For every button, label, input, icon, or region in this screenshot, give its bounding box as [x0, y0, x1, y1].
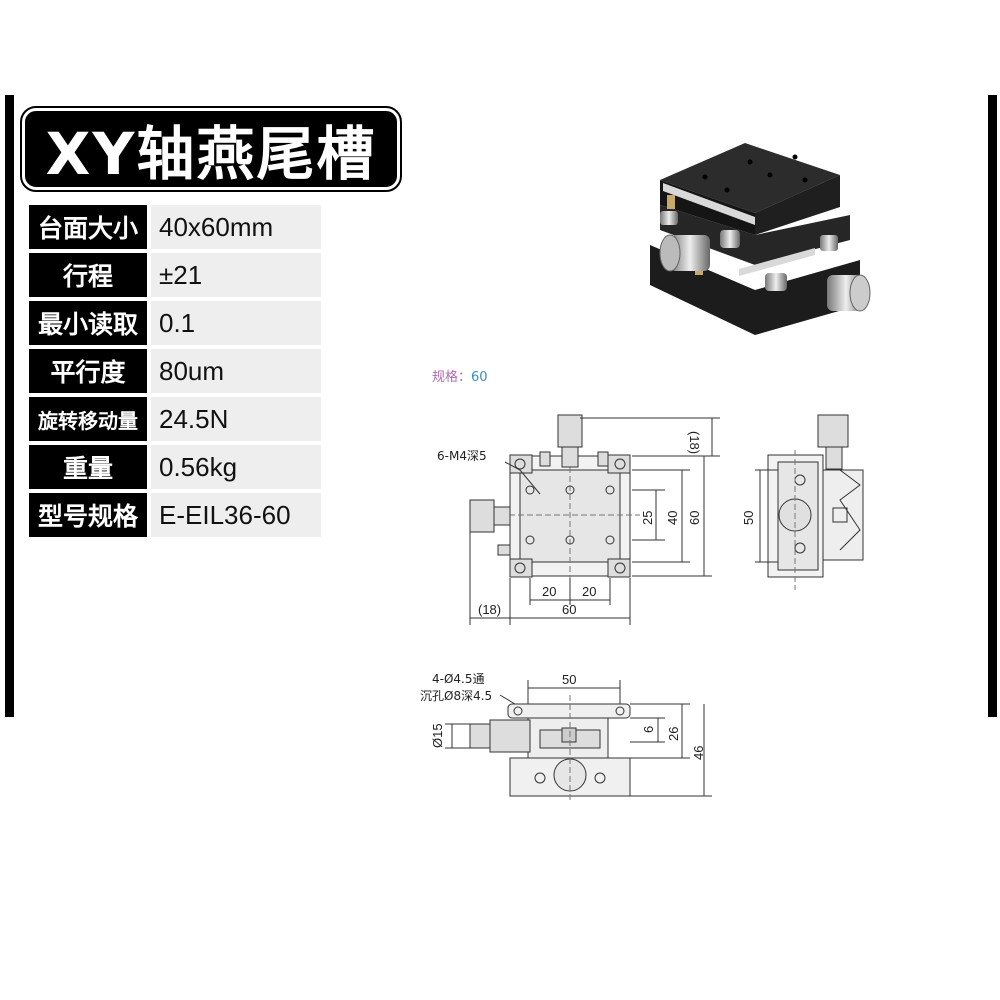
right-edge-bar	[988, 95, 997, 717]
spec-value: E-EIL36-60	[151, 493, 321, 537]
spec-value: ±21	[151, 253, 321, 297]
dim-18-top: (18)	[687, 431, 702, 454]
left-edge-bar	[5, 95, 14, 717]
spec-row: 最小读取 0.1	[29, 301, 321, 345]
dim-18-left: (18)	[478, 602, 501, 617]
spec-row: 行程 ±21	[29, 253, 321, 297]
dim-20-a: 20	[542, 584, 556, 599]
spec-row: 台面大小 40x60mm	[29, 205, 321, 249]
dim-60-bottom: 60	[562, 602, 576, 617]
page-title: XY轴燕尾槽	[45, 120, 377, 188]
dim-20-b: 20	[582, 584, 596, 599]
dim-60-right: 60	[687, 511, 702, 525]
dim-25: 25	[640, 511, 655, 525]
front-dim-50: 50	[562, 672, 576, 687]
spec-value: 40x60mm	[151, 205, 321, 249]
spec-tag: 规格：60	[432, 366, 488, 385]
product-photo	[650, 143, 871, 335]
spec-label: 台面大小	[29, 205, 147, 249]
spec-value: 80um	[151, 349, 321, 393]
spec-row: 旋转移动量 24.5N	[29, 397, 321, 441]
front-dim-46: 46	[691, 746, 706, 760]
spec-value: 0.56kg	[151, 445, 321, 489]
title-banner: XY轴燕尾槽	[20, 106, 402, 192]
spec-value: 0.1	[151, 301, 321, 345]
spec-row: 型号规格 E-EIL36-60	[29, 493, 321, 537]
spec-row: 平行度 80um	[29, 349, 321, 393]
dim-40: 40	[665, 511, 680, 525]
front-dim-15: Ø15	[430, 723, 445, 748]
spec-label: 重量	[29, 445, 147, 489]
spec-row: 重量 0.56kg	[29, 445, 321, 489]
spec-tag-value: 60	[471, 370, 488, 385]
spec-label: 旋转移动量	[29, 397, 147, 441]
top-hole-note: 6-M4深5	[437, 449, 487, 463]
front-dim-26: 26	[666, 727, 681, 741]
spec-label: 行程	[29, 253, 147, 297]
spec-label: 型号规格	[29, 493, 147, 537]
front-hole-note-2: 沉孔Ø8深4.5	[420, 689, 492, 703]
spec-label: 最小读取	[29, 301, 147, 345]
front-dim-6: 6	[641, 726, 656, 733]
spec-label: 平行度	[29, 349, 147, 393]
spec-tag-label: 规格：	[432, 370, 472, 385]
side-dim-50: 50	[741, 511, 756, 525]
spec-value: 24.5N	[151, 397, 321, 441]
spec-table: 台面大小 40x60mm 行程 ±21 最小读取 0.1 平行度 80um 旋转…	[29, 205, 321, 541]
front-hole-note-1: 4-Ø4.5通	[432, 672, 485, 686]
